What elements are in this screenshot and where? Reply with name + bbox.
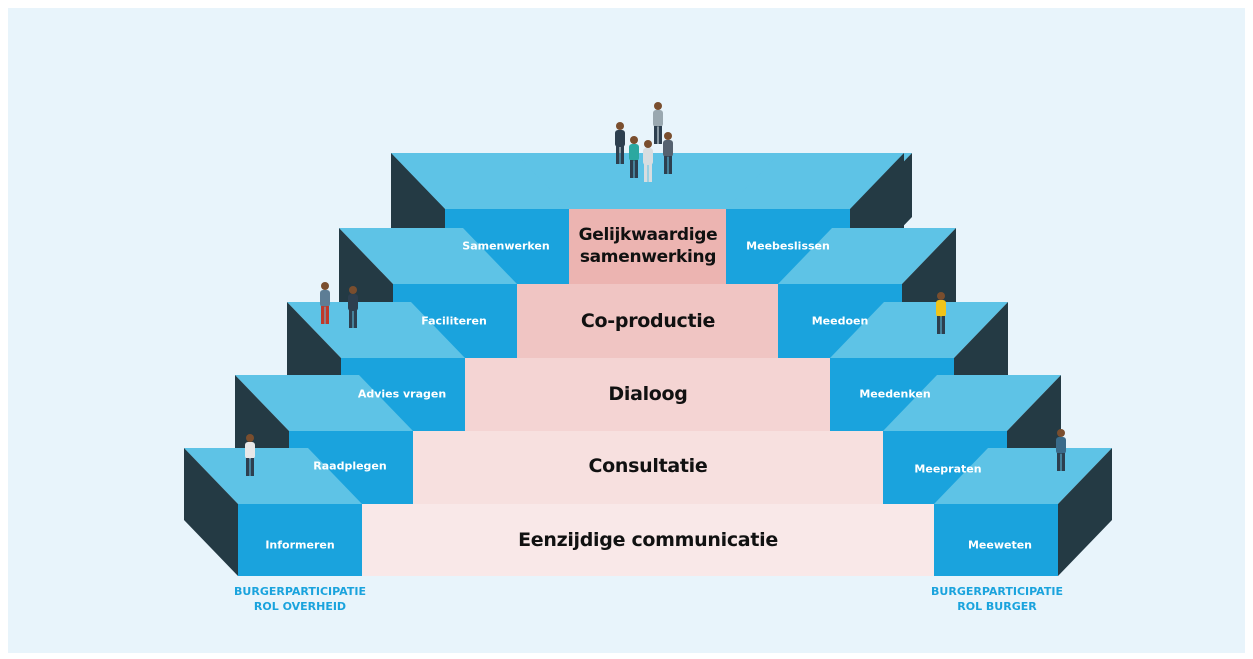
right-step-label-meedenken: Meedenken xyxy=(859,387,931,401)
right-step-top-0 xyxy=(934,448,1112,504)
level-label-eenzijdige-communicatie: Eenzijdige communicatie xyxy=(518,529,778,551)
level-label-consultatie: Consultatie xyxy=(588,455,708,477)
right-step-top-1 xyxy=(883,375,1061,431)
right-step-label-meebeslissen: Meebeslissen xyxy=(746,239,830,253)
person-icon-left-2 xyxy=(348,286,358,328)
left-step-label-informeren: Informeren xyxy=(265,538,335,552)
left-step-top-4 xyxy=(391,153,569,209)
level-label-gelijkwaardige-samenwerking: Gelijkwaardige samenwerking xyxy=(578,225,718,267)
left-step-label-faciliteren: Faciliteren xyxy=(421,314,487,328)
left-step-top-2 xyxy=(287,302,465,358)
person-icon-top-1 xyxy=(615,122,625,164)
level-band-4 xyxy=(569,209,726,284)
right-step-top-3 xyxy=(778,228,956,284)
left-step-side-0 xyxy=(184,448,238,576)
level-label-co-productie: Co-productie xyxy=(580,310,716,332)
person-icon-top-5 xyxy=(643,140,653,182)
person-icon-top-3 xyxy=(653,102,663,144)
left-step-top-1 xyxy=(235,375,413,431)
right-step-label-meepraten: Meepraten xyxy=(914,462,982,476)
person-icon-left-3 xyxy=(245,434,255,476)
right-step-side-0 xyxy=(1058,448,1112,576)
right-step-top-2 xyxy=(830,302,1008,358)
person-icon-top-4 xyxy=(663,132,673,174)
left-step-front-0 xyxy=(238,504,362,576)
level-label-dialoog: Dialoog xyxy=(608,383,688,405)
role-label-overheid: BURGERPARTICIPATIE ROL OVERHEID xyxy=(234,584,366,614)
right-step-label-meedoen: Meedoen xyxy=(811,314,869,328)
person-icon-right-2 xyxy=(1056,429,1066,471)
level-band-3 xyxy=(517,284,778,358)
right-step-label-meeweten: Meeweten xyxy=(967,538,1033,552)
role-label-overheid-line1: BURGERPARTICIPATIE xyxy=(234,585,366,598)
role-label-burger: BURGERPARTICIPATIE ROL BURGER xyxy=(931,584,1063,614)
left-step-label-samenwerken: Samenwerken xyxy=(462,239,550,253)
left-step-label-raadplegen: Raadplegen xyxy=(313,459,387,473)
person-icon-left-1 xyxy=(320,282,330,324)
person-icon-right-1 xyxy=(936,292,946,334)
left-step-top-0 xyxy=(184,448,362,504)
left-step-label-advies-vragen: Advies vragen xyxy=(357,387,447,401)
person-icon-top-2 xyxy=(629,136,639,178)
diagram-panel: Informeren Raadplegen Advies vragen Faci… xyxy=(8,8,1245,653)
role-label-burger-line1: BURGERPARTICIPATIE xyxy=(931,585,1063,598)
role-label-burger-line2: ROL BURGER xyxy=(957,600,1037,613)
level-band-0 xyxy=(362,504,934,576)
left-step-top-3 xyxy=(339,228,517,284)
level-band-2 xyxy=(465,358,830,431)
right-step-top-4 xyxy=(726,153,904,209)
role-label-overheid-line2: ROL OVERHEID xyxy=(253,600,347,613)
level-band-1 xyxy=(413,431,883,504)
stairs-diagram xyxy=(184,102,1112,576)
right-step-front-0 xyxy=(934,504,1058,576)
